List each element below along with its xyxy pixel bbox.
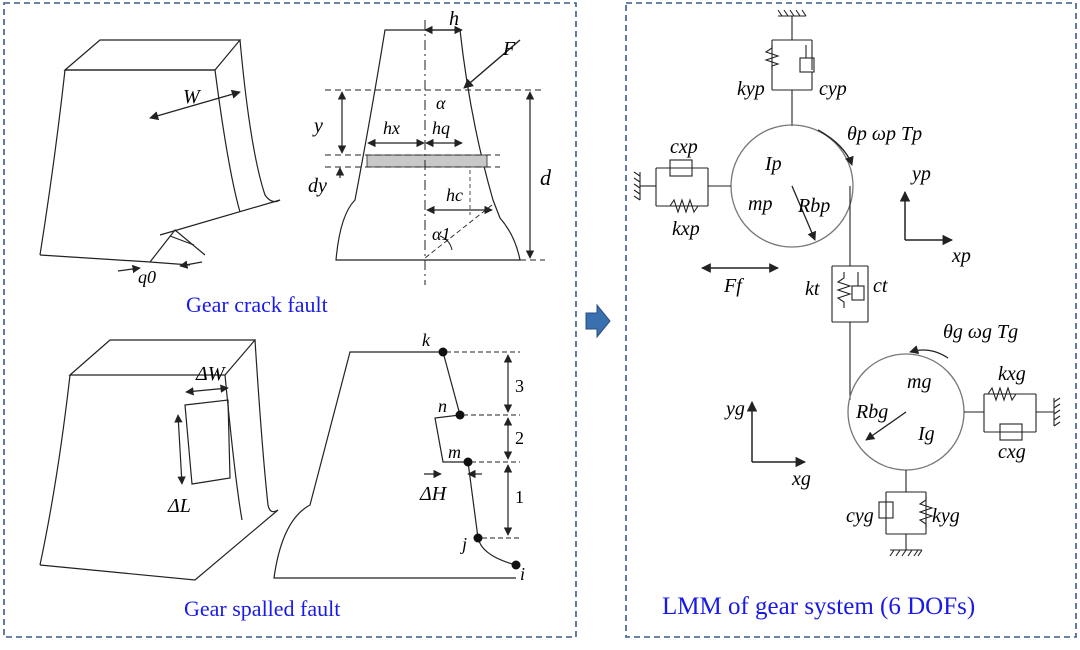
- label-j: j: [460, 534, 467, 554]
- pinion-top-support: [764, 9, 815, 126]
- spall-points: [438, 347, 521, 570]
- q0-arrow-left: [117, 264, 141, 274]
- label-kxg: kxg: [998, 363, 1026, 385]
- label-pinion-theta: θp ωp Tp: [847, 123, 922, 145]
- label-Rbg: Rbg: [855, 401, 888, 423]
- label-Rbp: Rbp: [797, 195, 830, 217]
- label-F: F: [502, 38, 516, 60]
- label-kyg: kyg: [932, 505, 960, 527]
- spall-tooth-3d: [39, 339, 279, 581]
- label-i: i: [520, 564, 525, 584]
- label-xg: xg: [791, 468, 811, 490]
- label-kxp: kxp: [672, 218, 700, 240]
- label-Ff: Ff: [723, 275, 744, 297]
- label-deltaL: ΔL: [167, 495, 191, 517]
- label-h: h: [449, 8, 459, 30]
- crack-caption: Gear crack fault: [186, 292, 328, 317]
- label-seg3: 3: [515, 376, 524, 396]
- label-cxp: cxp: [670, 136, 698, 158]
- label-mg: mg: [907, 371, 931, 393]
- label-cyg: cyg: [846, 505, 874, 527]
- label-m: m: [448, 442, 461, 462]
- label-W: W: [183, 86, 202, 108]
- label-y: y: [312, 115, 323, 137]
- spall-tooth-profile: [273, 351, 517, 579]
- crack-angle-line: [424, 204, 493, 259]
- label-gear-theta: θg ωg Tg: [943, 321, 1018, 343]
- crack-slice: [366, 154, 488, 168]
- transition-arrow: [585, 303, 611, 339]
- left-panel-frame: [3, 2, 577, 638]
- label-Ig: Ig: [917, 423, 935, 445]
- label-hc: hc: [446, 185, 463, 205]
- gear-bottom-support: [878, 470, 934, 557]
- label-alpha: α: [436, 93, 446, 113]
- crack-tooth-3d: [39, 39, 281, 266]
- label-q0: q0: [138, 267, 156, 287]
- right-caption: LMM of gear system (6 DOFs): [662, 593, 975, 620]
- label-kyp: kyp: [737, 78, 765, 100]
- label-Ip: Ip: [764, 153, 782, 175]
- label-ct: ct: [873, 275, 888, 297]
- label-yp: yp: [910, 163, 931, 185]
- label-deltaH: ΔH: [419, 483, 448, 505]
- label-yg: yg: [724, 398, 745, 420]
- label-cxg: cxg: [998, 441, 1026, 463]
- Rbp-arrow: [791, 185, 816, 241]
- gear-rotation-arrow: [909, 345, 949, 359]
- label-cyp: cyp: [819, 78, 847, 100]
- gear-right-support: [964, 386, 1061, 441]
- deltaL-arrow: [174, 414, 186, 485]
- Rbg-arrow: [865, 411, 907, 441]
- label-xp: xp: [951, 245, 971, 267]
- label-hq: hq: [432, 118, 450, 138]
- label-deltaW: ΔW: [195, 363, 227, 385]
- force-arrow: [463, 39, 521, 89]
- deltaW-arrow: [185, 384, 229, 396]
- width-arrow: [149, 89, 241, 121]
- pinion-left-support: [633, 159, 731, 214]
- alpha1-arc: [439, 235, 453, 251]
- pinion-rotation-arrow: [817, 129, 854, 166]
- label-n: n: [438, 396, 447, 416]
- label-kt: kt: [805, 278, 820, 300]
- label-d: d: [540, 165, 552, 190]
- right-panel-frame: [625, 2, 1077, 638]
- label-mp: mp: [748, 193, 772, 215]
- label-seg1: 1: [515, 487, 524, 507]
- spall-caption: Gear spalled fault: [184, 596, 340, 621]
- label-alpha1: α1: [432, 224, 450, 244]
- mesh-stiffness: [831, 186, 869, 400]
- q0-arrow-right: [179, 260, 203, 269]
- label-seg2: 2: [515, 428, 524, 448]
- label-hx: hx: [383, 118, 400, 138]
- label-dy: dy: [308, 175, 327, 197]
- label-k: k: [422, 330, 431, 350]
